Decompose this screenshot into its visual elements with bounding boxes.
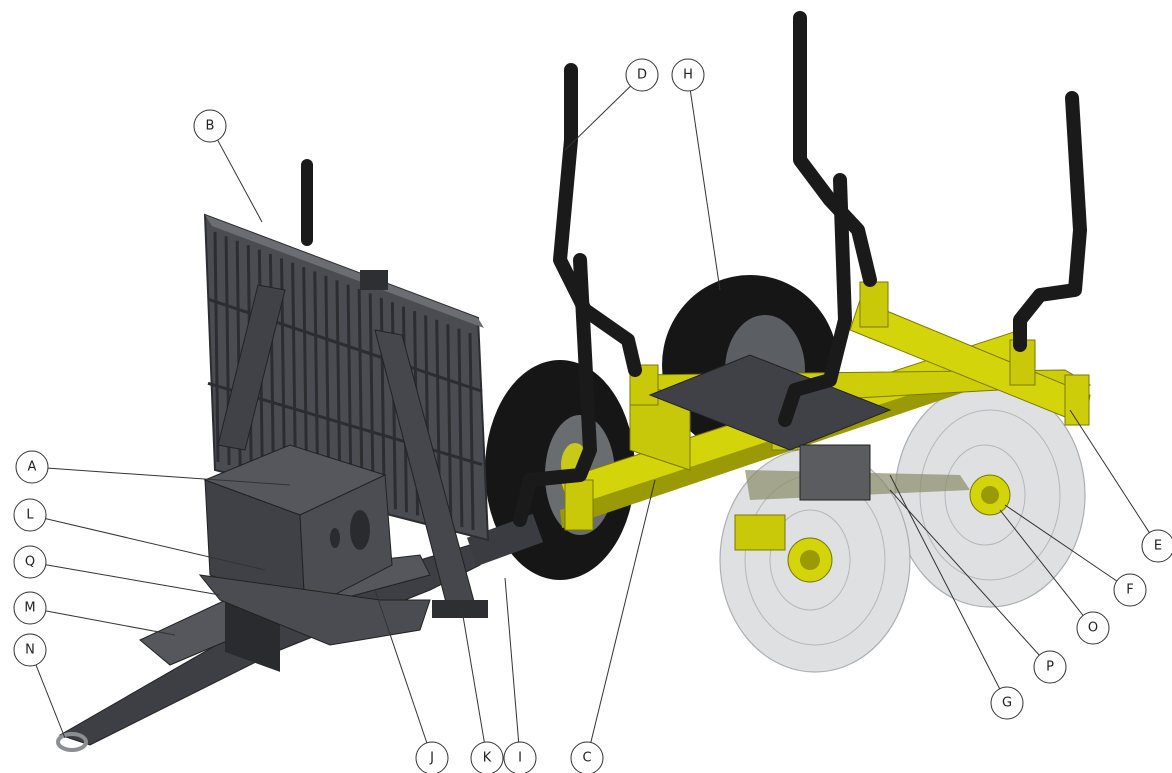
leader-line-b — [217, 139, 263, 223]
callout-j: J — [415, 741, 449, 773]
callout-c: C — [570, 741, 604, 773]
callout-label: M — [24, 601, 35, 616]
callout-circle — [193, 109, 227, 143]
callout-circle — [13, 545, 47, 579]
callout-circle — [13, 591, 47, 625]
callout-label: A — [28, 460, 37, 475]
callout-p: P — [1033, 650, 1067, 684]
callout-label: Q — [25, 555, 35, 570]
callout-label: D — [637, 68, 647, 83]
callout-q: Q — [13, 545, 47, 579]
callout-circle — [13, 633, 47, 667]
callout-i: I — [503, 741, 537, 773]
callout-label: J — [429, 751, 434, 766]
callout-d: D — [625, 58, 659, 92]
leader-line-j — [374, 589, 428, 744]
callout-l: L — [13, 498, 47, 532]
callout-label: P — [1046, 660, 1054, 675]
callout-h: H — [671, 58, 705, 92]
callout-circle — [1033, 650, 1067, 684]
callout-circle — [1141, 529, 1172, 563]
callout-circle — [1076, 611, 1110, 645]
callout-label: K — [483, 751, 492, 766]
leader-line-q — [45, 564, 221, 596]
callout-circle — [990, 686, 1024, 720]
callout-k: K — [470, 741, 504, 773]
leader-line-n — [35, 664, 66, 739]
callout-label: F — [1126, 583, 1133, 598]
callout-circle — [415, 741, 449, 773]
frame — [559, 281, 1092, 531]
callout-circle — [503, 741, 537, 773]
leader-line-m — [45, 610, 176, 636]
leader-line-o — [999, 509, 1084, 616]
callout-label: O — [1088, 621, 1098, 636]
callout-circle — [13, 498, 47, 532]
callout-n: N — [13, 633, 47, 667]
callout-label: I — [518, 751, 522, 766]
callout-label: L — [26, 508, 34, 523]
callout-g: G — [990, 686, 1024, 720]
stakes — [301, 11, 1087, 527]
leader-line-e — [1069, 409, 1150, 533]
callout-label: N — [25, 643, 35, 658]
grille-supports — [217, 270, 488, 618]
leader-line-c — [590, 479, 656, 743]
callout-circle — [671, 58, 705, 92]
callout-circle — [470, 741, 504, 773]
callout-label: E — [1154, 539, 1162, 554]
leader-line-k — [461, 609, 485, 743]
callout-circle — [1113, 573, 1147, 607]
callout-label: G — [1002, 696, 1012, 711]
callout-circle — [570, 741, 604, 773]
callout-label: B — [206, 119, 215, 134]
skid-plate — [198, 574, 431, 646]
callouts: A B C D E F G H I J K L M N O P Q — [13, 58, 1172, 773]
leader-line-p — [889, 489, 1040, 656]
leader-line-i — [504, 577, 520, 743]
callout-a: A — [15, 450, 49, 484]
axle-assembly — [734, 444, 1011, 583]
callout-label: C — [582, 751, 591, 766]
callout-circle — [625, 58, 659, 92]
callout-m: M — [13, 591, 47, 625]
tow-eye — [56, 732, 88, 752]
callout-e: E — [1141, 529, 1172, 563]
leader-lines — [35, 85, 1150, 744]
callout-label: H — [683, 68, 693, 83]
leader-line-a — [47, 467, 291, 486]
leader-line-f — [1004, 504, 1118, 582]
callout-circle — [15, 450, 49, 484]
callout-o: O — [1076, 611, 1110, 645]
callout-b: B — [193, 109, 227, 143]
leader-line-l — [45, 518, 266, 571]
callout-f: F — [1113, 573, 1147, 607]
leader-line-h — [689, 90, 721, 291]
leader-line-d — [564, 85, 631, 151]
